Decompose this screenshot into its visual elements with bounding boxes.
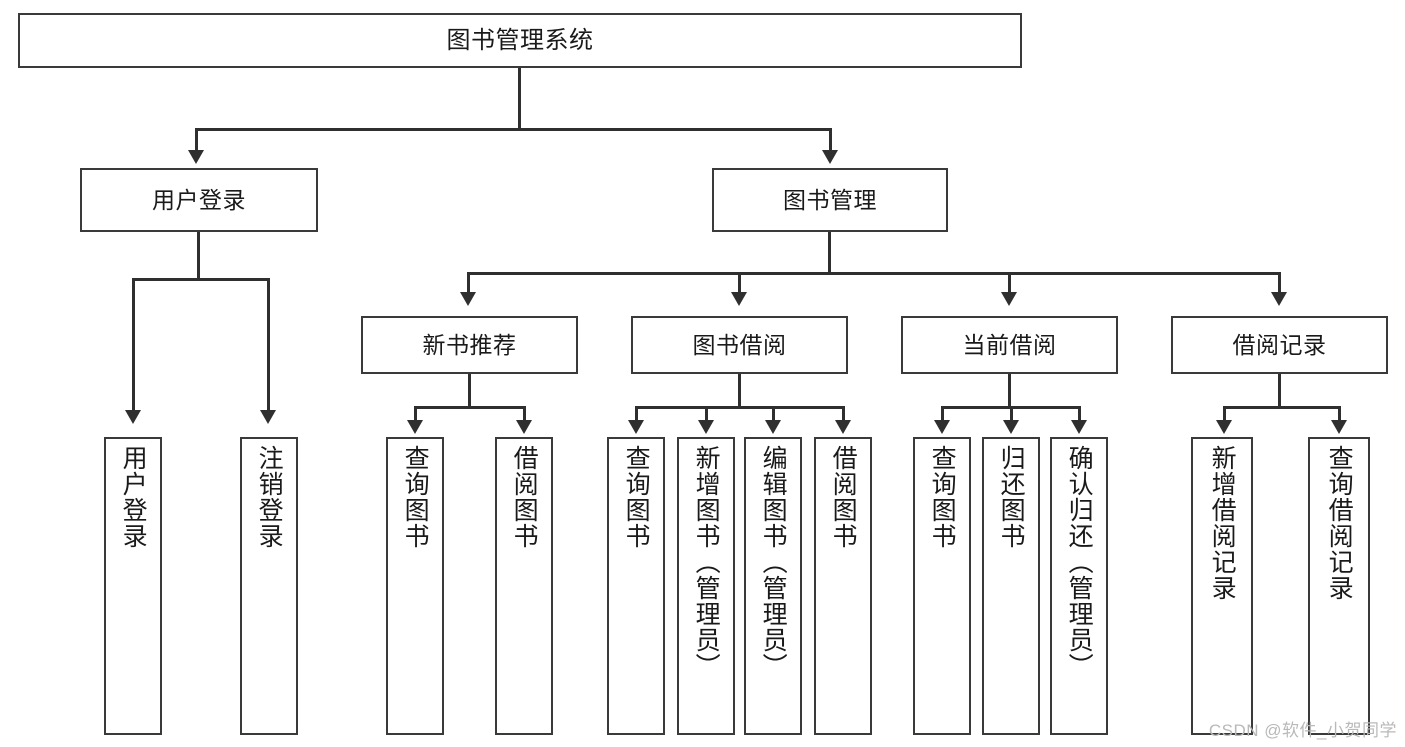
leaf-current-query-book[interactable]: 查询图书 [913, 437, 971, 735]
arrowhead-nb-borrow [516, 420, 532, 434]
node-label: 编辑图书（管理员） [759, 445, 788, 679]
node-label: 注销登录 [255, 445, 284, 549]
arrowhead-c-return [1003, 420, 1019, 434]
connector-login-bus [132, 278, 269, 281]
node-current-borrow[interactable]: 当前借阅 [901, 316, 1118, 374]
arrowhead-nb-query [407, 420, 423, 434]
connector-to-b-borrow [842, 406, 845, 422]
arrowhead-current [1001, 292, 1017, 306]
connector-to-c-query [941, 406, 944, 422]
leaf-borrow-edit-book-admin[interactable]: 编辑图书（管理员） [744, 437, 802, 735]
connector-to-b-add [705, 406, 708, 422]
connector-to-b-query [635, 406, 638, 422]
node-label: 查询借阅记录 [1325, 445, 1354, 601]
leaf-user-login[interactable]: 用户登录 [104, 437, 162, 735]
node-label: 借阅图书 [510, 445, 539, 549]
node-label: 查询图书 [401, 445, 430, 549]
arrowhead-book-mgmt [822, 150, 838, 164]
leaf-borrow-query-book[interactable]: 查询图书 [607, 437, 665, 735]
connector-to-record [1278, 272, 1281, 294]
connector-to-current [1008, 272, 1011, 294]
arrowhead-user-logout-leaf [260, 410, 276, 424]
connector-to-new-book [467, 272, 470, 294]
node-label: 借阅记录 [1232, 331, 1327, 358]
node-label: 借阅图书 [829, 445, 858, 549]
node-book-borrow[interactable]: 图书借阅 [631, 316, 848, 374]
arrowhead-user-login-leaf [125, 410, 141, 424]
leaf-borrow-add-book-admin[interactable]: 新增图书（管理员） [677, 437, 735, 735]
arrowhead-r-query [1331, 420, 1347, 434]
node-label: 确认归还（管理员） [1065, 445, 1094, 679]
leaf-borrow-borrow-book[interactable]: 借阅图书 [814, 437, 872, 735]
connector-borrow-bus [635, 406, 845, 409]
node-label: 查询图书 [928, 445, 957, 549]
leaf-user-logout[interactable]: 注销登录 [240, 437, 298, 735]
connector-to-book-mgmt [829, 128, 832, 152]
connector-bookmgmt-stem [828, 232, 831, 274]
node-root-book-management-system[interactable]: 图书管理系统 [18, 13, 1022, 68]
node-borrow-record[interactable]: 借阅记录 [1171, 316, 1388, 374]
node-label: 图书借阅 [692, 331, 787, 358]
node-book-management[interactable]: 图书管理 [712, 168, 948, 232]
arrowhead-user-login [188, 150, 204, 164]
leaf-record-query-borrow-record[interactable]: 查询借阅记录 [1308, 437, 1370, 735]
arrowhead-record [1271, 292, 1287, 306]
arrowhead-b-add [698, 420, 714, 434]
connector-to-r-query [1338, 406, 1341, 422]
connector-root-stem [518, 68, 521, 130]
leaf-current-return-book[interactable]: 归还图书 [982, 437, 1040, 735]
leaf-newbook-borrow-book[interactable]: 借阅图书 [495, 437, 553, 735]
arrowhead-borrow [731, 292, 747, 306]
arrowhead-c-confirm [1071, 420, 1087, 434]
node-label: 查询图书 [622, 445, 651, 549]
connector-to-nb-query [414, 406, 417, 422]
connector-bookmgmt-bus [467, 272, 1281, 275]
connector-to-borrow [738, 272, 741, 294]
node-label: 新增图书（管理员） [692, 445, 721, 679]
connector-to-nb-borrow [523, 406, 526, 422]
connector-to-user-login-leaf [132, 278, 135, 412]
node-user-login[interactable]: 用户登录 [80, 168, 318, 232]
node-label: 新书推荐 [422, 331, 517, 358]
node-new-book-recommend[interactable]: 新书推荐 [361, 316, 578, 374]
connector-record-bus [1223, 406, 1341, 409]
connector-to-user-logout-leaf [267, 278, 270, 412]
connector-to-r-add [1223, 406, 1226, 422]
connector-to-user-login [195, 128, 198, 152]
arrowhead-b-borrow [835, 420, 851, 434]
connector-record-stem [1278, 374, 1281, 408]
arrowhead-c-query [934, 420, 950, 434]
connector-to-c-return [1010, 406, 1013, 422]
node-label: 图书管理系统 [446, 26, 594, 54]
leaf-record-add-borrow-record[interactable]: 新增借阅记录 [1191, 437, 1253, 735]
connector-root-bus [195, 128, 832, 131]
connector-newbook-stem [468, 374, 471, 408]
node-label: 归还图书 [997, 445, 1026, 549]
node-label: 新增借阅记录 [1208, 445, 1237, 601]
connector-to-b-edit [772, 406, 775, 422]
node-label: 当前借阅 [962, 331, 1057, 358]
node-label: 用户登录 [119, 445, 148, 549]
connector-login-stem [197, 232, 200, 280]
connector-current-stem [1008, 374, 1011, 408]
connector-newbook-bus [414, 406, 526, 409]
arrowhead-r-add [1216, 420, 1232, 434]
node-label: 用户登录 [152, 186, 246, 213]
leaf-current-confirm-return-admin[interactable]: 确认归还（管理员） [1050, 437, 1108, 735]
arrowhead-b-edit [765, 420, 781, 434]
node-label: 图书管理 [783, 186, 877, 213]
arrowhead-new-book [460, 292, 476, 306]
arrowhead-b-query [628, 420, 644, 434]
leaf-newbook-query-book[interactable]: 查询图书 [386, 437, 444, 735]
connector-to-c-confirm [1078, 406, 1081, 422]
connector-borrow-stem [738, 374, 741, 408]
